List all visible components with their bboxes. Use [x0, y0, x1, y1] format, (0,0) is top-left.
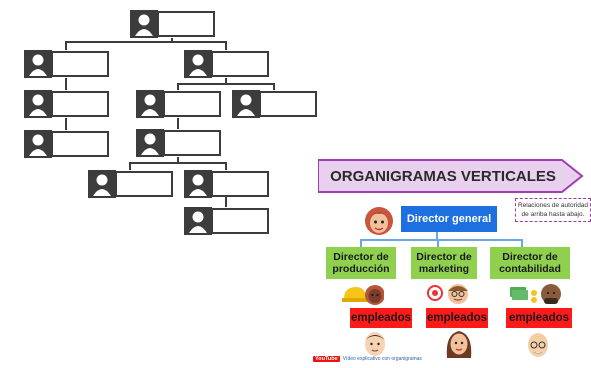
org-node-name-box: [211, 208, 269, 234]
director-produccion-label: Director de producción: [332, 251, 390, 275]
vertical-org-infographic: ORGANIGRAMAS VERTICALES Relaciones de au…: [310, 150, 591, 368]
empleados-contabilidad-label: empleados: [508, 312, 570, 324]
director-contabilidad-box: Director de contabilidad: [490, 247, 570, 279]
org-node-name-box: [259, 91, 317, 117]
org-node-name-box: [51, 131, 109, 157]
accountant-icon: [508, 281, 564, 312]
org-node-name-box: [115, 171, 173, 197]
org-node: [24, 90, 109, 118]
org-node: [184, 207, 269, 235]
org-node: [184, 170, 269, 198]
org-chart-diagram: [24, 10, 317, 235]
org-node-name-box: [51, 91, 109, 117]
person-icon: [138, 14, 150, 26]
org-node: [136, 129, 221, 157]
org-node-name-box: [211, 171, 269, 197]
org-node: [24, 50, 109, 78]
person-icon: [192, 174, 204, 186]
director-produccion-box: Director de producción: [326, 247, 396, 279]
banner-title: ORGANIGRAMAS VERTICALES: [330, 167, 556, 185]
empleados-produccion-box: empleados: [350, 308, 412, 328]
org-node: [136, 90, 221, 118]
person-icon: [240, 94, 252, 106]
org-node-name-box: [163, 91, 221, 117]
employee-avatar-2-icon: [445, 328, 473, 365]
footer: YouTube Vídeo explicativo con organigram…: [313, 356, 422, 362]
empleados-marketing-label: empleados: [426, 312, 488, 324]
org-node: [24, 130, 109, 158]
marketing-person-icon: [425, 281, 471, 312]
banner: ORGANIGRAMAS VERTICALES: [318, 158, 584, 194]
director-contabilidad-label: Director de contabilidad: [499, 251, 561, 275]
empleados-marketing-box: empleados: [426, 308, 488, 328]
person-icon: [32, 134, 44, 146]
empleados-contabilidad-box: empleados: [506, 308, 572, 328]
person-icon: [96, 174, 108, 186]
hardhat-worker-icon: [342, 281, 385, 312]
org-node-name-box: [157, 11, 215, 37]
person-icon: [32, 54, 44, 66]
director-general-box: Director general: [401, 206, 497, 232]
director-marketing-box: Director de marketing: [411, 247, 477, 279]
org-node-name-box: [211, 51, 269, 77]
woman-avatar-icon: [364, 205, 394, 242]
org-node: [88, 170, 173, 198]
person-icon: [32, 94, 44, 106]
employee-avatar-1-icon: [362, 330, 388, 365]
director-marketing-label: Director de marketing: [416, 251, 472, 275]
infographic-connectors: [360, 232, 523, 247]
employee-avatar-3-icon: [525, 330, 551, 365]
org-node-name-box: [51, 51, 109, 77]
footer-caption: Vídeo explicativo con organigramas: [342, 356, 422, 362]
director-general-label: Director general: [406, 213, 492, 225]
person-icon: [192, 211, 204, 223]
org-node: [184, 50, 269, 78]
person-icon: [192, 54, 204, 66]
person-icon: [144, 94, 156, 106]
empleados-produccion-label: empleados: [350, 312, 412, 324]
org-node: [232, 90, 317, 118]
youtube-logo: YouTube: [313, 356, 340, 362]
authority-note: Relaciones de autoridad de arriba hasta …: [515, 198, 591, 222]
banner-arrow-shape: [318, 159, 584, 193]
org-node-name-box: [163, 130, 221, 156]
person-icon: [144, 133, 156, 145]
org-node: [130, 10, 215, 38]
org-chart-connectors: [65, 38, 275, 207]
